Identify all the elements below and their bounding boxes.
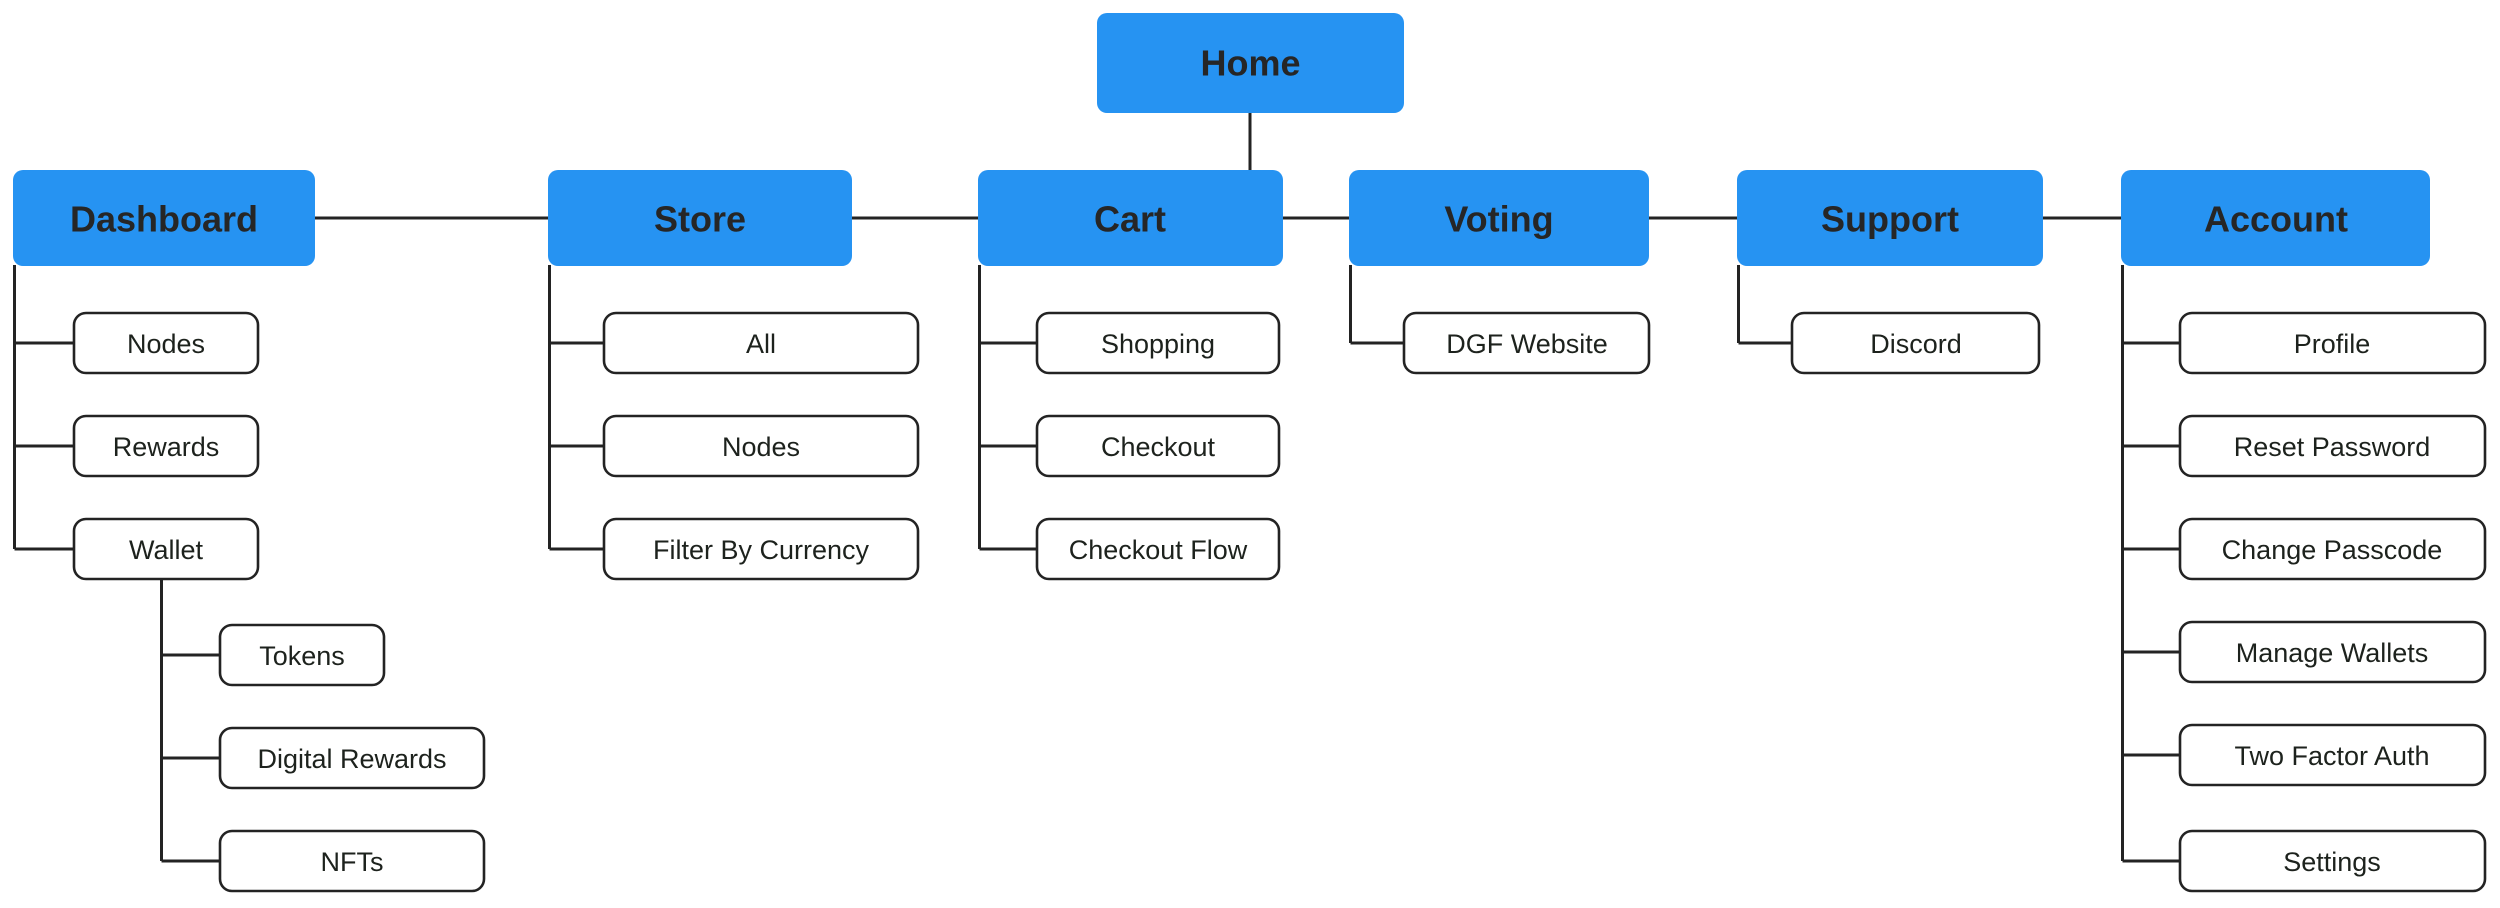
node-account-change-passcode-rect[interactable] [2178,517,2487,581]
node-dashboard-nodes-rect[interactable] [72,311,260,375]
node-store[interactable]: Store [548,170,852,266]
node-store-nodes[interactable]: Nodes [602,414,920,478]
node-store-nodes-rect[interactable] [602,414,920,478]
node-dashboard-rewards[interactable]: Rewards [72,414,260,478]
node-account-reset-password[interactable]: Reset Password [2178,414,2487,478]
node-wallet-nfts[interactable]: NFTs [218,829,486,893]
node-cart-shopping[interactable]: Shopping [1035,311,1281,375]
node-account-profile[interactable]: Profile [2178,311,2487,375]
node-cart-checkout-label: Checkout [1101,432,1216,462]
node-store-filter-by-currency[interactable]: Filter By Currency [602,517,920,581]
node-voting-dgf-website-label: DGF Website [1446,329,1608,359]
node-dashboard[interactable]: Dashboard [13,170,315,266]
node-cart-checkout-flow[interactable]: Checkout Flow [1035,517,1281,581]
node-cart-shopping-label: Shopping [1101,329,1215,359]
node-account-label: Account [2204,199,2348,240]
node-voting[interactable]: Voting [1349,170,1649,266]
node-account-change-passcode[interactable]: Change Passcode [2178,517,2487,581]
node-dashboard-rewards-label: Rewards [113,432,220,462]
node-dashboard-wallet[interactable]: Wallet [72,517,260,581]
node-cart[interactable]: Cart [978,170,1283,266]
node-support-discord-label: Discord [1870,329,1962,359]
node-support-label: Support [1821,199,1959,240]
node-home-rect[interactable] [1097,13,1404,113]
node-cart-checkout-flow-label: Checkout Flow [1069,535,1248,565]
node-wallet-digital-rewards-label: Digital Rewards [257,744,446,774]
node-wallet-nfts-rect[interactable] [218,829,486,893]
node-account-profile-label: Profile [2294,329,2371,359]
node-dashboard-label: Dashboard [70,199,258,240]
node-cart-rect[interactable] [978,170,1283,266]
node-cart-label: Cart [1094,199,1166,240]
node-dashboard-nodes-label: Nodes [127,329,205,359]
node-account-manage-wallets-label: Manage Wallets [2236,638,2429,668]
node-account-settings[interactable]: Settings [2178,829,2487,893]
node-dashboard-rewards-rect[interactable] [72,414,260,478]
node-voting-rect[interactable] [1349,170,1649,266]
node-cart-checkout-flow-rect[interactable] [1035,517,1281,581]
node-store-all-label: All [746,329,776,359]
node-account-two-factor-auth[interactable]: Two Factor Auth [2178,723,2487,787]
node-cart-checkout-rect[interactable] [1035,414,1281,478]
node-dashboard-wallet-rect[interactable] [72,517,260,581]
node-account-profile-rect[interactable] [2178,311,2487,375]
node-store-all-rect[interactable] [602,311,920,375]
node-account-settings-label: Settings [2283,847,2381,877]
node-support-rect[interactable] [1737,170,2043,266]
node-dashboard-rect[interactable] [13,170,315,266]
node-account-rect[interactable] [2121,170,2430,266]
node-store-rect[interactable] [548,170,852,266]
node-home[interactable]: Home [1097,13,1404,113]
node-voting-label: Voting [1444,199,1553,240]
node-store-filter-by-currency-label: Filter By Currency [653,535,870,565]
node-wallet-digital-rewards-rect[interactable] [218,726,486,790]
node-wallet-tokens-rect[interactable] [218,623,386,687]
node-support-discord-rect[interactable] [1790,311,2041,375]
node-home-label: Home [1200,43,1300,84]
node-account-manage-wallets[interactable]: Manage Wallets [2178,620,2487,684]
node-account-two-factor-auth-rect[interactable] [2178,723,2487,787]
node-store-all[interactable]: All [602,311,920,375]
node-store-label: Store [654,199,746,240]
node-voting-dgf-website-rect[interactable] [1402,311,1651,375]
node-account-two-factor-auth-label: Two Factor Auth [2234,741,2429,771]
node-dashboard-wallet-label: Wallet [129,535,204,565]
node-voting-dgf-website[interactable]: DGF Website [1402,311,1651,375]
node-account-settings-rect[interactable] [2178,829,2487,893]
node-cart-checkout[interactable]: Checkout [1035,414,1281,478]
node-account-reset-password-label: Reset Password [2234,432,2431,462]
node-account-reset-password-rect[interactable] [2178,414,2487,478]
node-account-change-passcode-label: Change Passcode [2222,535,2443,565]
connector-layer [13,113,2180,863]
node-store-filter-by-currency-rect[interactable] [602,517,920,581]
node-store-nodes-label: Nodes [722,432,800,462]
node-wallet-tokens[interactable]: Tokens [218,623,386,687]
node-wallet-nfts-label: NFTs [321,847,384,877]
node-dashboard-nodes[interactable]: Nodes [72,311,260,375]
node-wallet-digital-rewards[interactable]: Digital Rewards [218,726,486,790]
node-wallet-tokens-label: Tokens [259,641,345,671]
node-account-manage-wallets-rect[interactable] [2178,620,2487,684]
node-support-discord[interactable]: Discord [1790,311,2041,375]
node-account[interactable]: Account [2121,170,2430,266]
node-support[interactable]: Support [1737,170,2043,266]
node-cart-shopping-rect[interactable] [1035,311,1281,375]
